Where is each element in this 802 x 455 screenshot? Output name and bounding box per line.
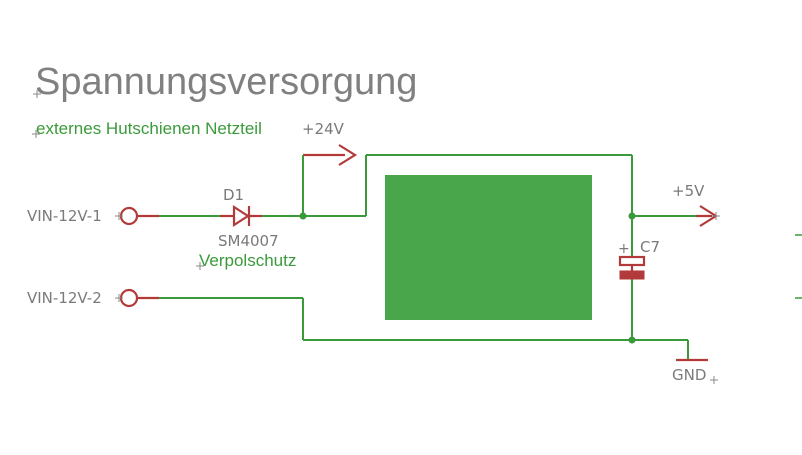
supply-24v-label: +24V: [302, 120, 345, 138]
diode-reference: D1: [223, 186, 244, 204]
ground-label: GND: [672, 366, 706, 384]
diode-d1-symbol: [220, 204, 262, 228]
capacitor-reference: C7: [640, 238, 660, 256]
note-origin-marker: [32, 130, 40, 138]
input-1-connector: [115, 206, 159, 226]
wire-net: [159, 154, 696, 360]
ground-origin-marker: [710, 376, 718, 384]
input-2-connector: [115, 288, 159, 308]
capacitor-c7-symbol: [618, 255, 646, 280]
power-supply-note: externes Hutschienen Netzteil: [36, 119, 262, 138]
input-2-label: VIN-12V-2: [27, 289, 102, 307]
converter-module-block: [385, 175, 592, 320]
diode-function-origin-marker: [196, 262, 204, 270]
title-origin-marker: [33, 90, 41, 98]
diode-value: SM4007: [218, 232, 279, 250]
supply-24v-arrow-symbol: [303, 144, 358, 166]
output-origin-marker: [712, 212, 720, 220]
input-1-label: VIN-12V-1: [27, 207, 102, 225]
capacitor-polarity-mark: +: [618, 241, 630, 257]
output-5v-label: +5V: [672, 182, 705, 200]
junction-dot: [628, 336, 636, 344]
junction-dot: [299, 212, 307, 220]
diode-function-label: Verpolschutz: [199, 251, 296, 270]
junction-dot: [628, 212, 636, 220]
schematic-title: Spannungsversorgung: [35, 61, 417, 103]
